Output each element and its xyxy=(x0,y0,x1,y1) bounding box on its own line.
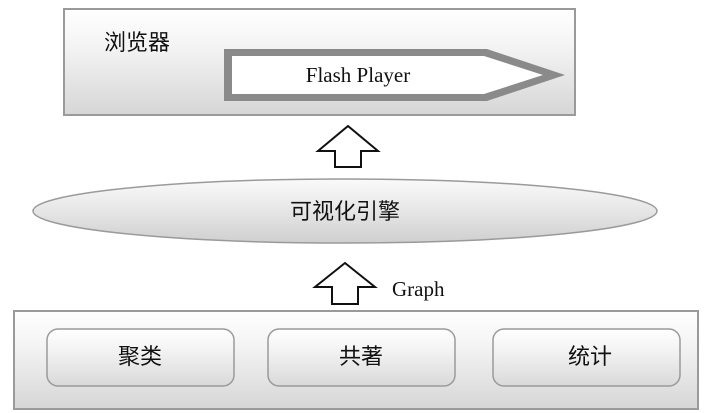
browser-label: 浏览器 xyxy=(104,31,170,56)
flash-player-label: Flash Player xyxy=(306,63,410,87)
module-label: 统计 xyxy=(568,345,612,370)
module-label: 聚类 xyxy=(118,345,162,370)
graph-label: Graph xyxy=(392,277,445,301)
module-coauthorship: 共著 xyxy=(267,328,456,387)
module-clustering: 聚类 xyxy=(46,328,235,387)
module-statistics: 统计 xyxy=(492,328,681,387)
visualization-engine-ellipse: 可视化引擎 xyxy=(32,178,658,244)
flash-player-shape: Flash Player xyxy=(224,49,565,101)
engine-label: 可视化引擎 xyxy=(290,200,400,225)
graph-up-arrow-icon xyxy=(312,261,378,305)
module-label: 共著 xyxy=(339,345,383,370)
up-arrow-icon xyxy=(315,124,381,168)
